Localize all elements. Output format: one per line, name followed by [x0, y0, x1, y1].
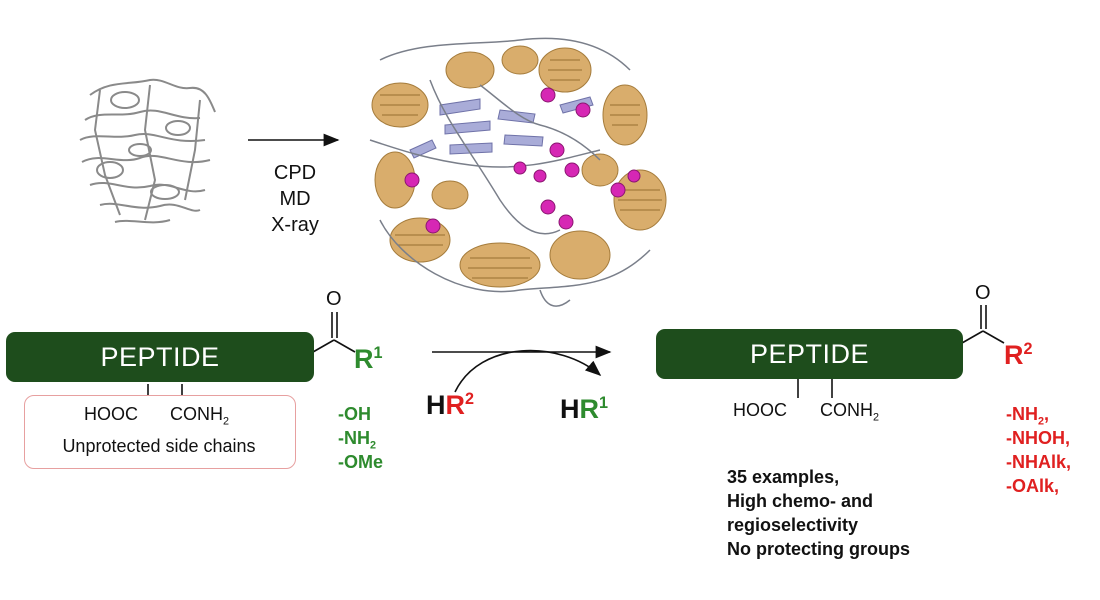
right-peptide-label: PEPTIDE — [749, 338, 870, 369]
right-conh2: CONH2 — [820, 400, 880, 424]
r2-option-nh2: -NH2, — [1006, 402, 1096, 428]
right-carbonyl-bonds — [961, 305, 1005, 344]
product-sup: 1 — [599, 394, 609, 412]
right-conh-sub: 2 — [873, 411, 880, 424]
product-h: H — [560, 394, 580, 424]
reagent-r: R — [445, 390, 466, 420]
left-carbonyl-bonds — [312, 312, 356, 353]
right-peptide-box: PEPTIDE — [656, 329, 963, 379]
summary-line-3: regioselectivity — [727, 515, 859, 535]
left-r1-group: R1 — [354, 344, 383, 375]
left-r1-sup: 1 — [373, 344, 383, 362]
r2-option-nhoh-text: -NHOH — [1006, 428, 1065, 448]
right-sidechain-bonds — [797, 378, 833, 398]
unprotected-note: Unprotected side chains — [62, 436, 256, 456]
left-peptide-label: PEPTIDE — [100, 341, 220, 372]
reagent-hr2: HR2 — [426, 390, 474, 421]
summary-line-4: No protecting groups — [727, 539, 910, 559]
r2-option-nh2-sub: 2 — [1038, 415, 1045, 428]
r2-option-nhalk-tail: , — [1066, 452, 1072, 472]
product-r: R — [579, 394, 600, 424]
r1-nh-text: -NH — [338, 428, 370, 448]
design-methods-label: CPD MD X-ray — [255, 160, 335, 238]
summary-block: 35 examples, High chemo- and regioselect… — [727, 465, 997, 561]
exchange-curved-arrow — [454, 349, 602, 393]
r2-option-nhoh: -NHOH, — [1006, 426, 1096, 450]
left-conh2: CONH2 — [170, 404, 230, 428]
r2-option-nh2-tail: , — [1044, 404, 1050, 424]
small-protein-structure-icon — [79, 78, 216, 224]
right-conh-text: CONH — [820, 400, 873, 420]
left-hooc: HOOC — [84, 404, 138, 424]
r2-option-nh2-text: -NH — [1006, 404, 1038, 424]
left-peptide-box: PEPTIDE — [6, 332, 314, 382]
product-hr1: HR1 — [560, 394, 608, 425]
r2-option-oalk-tail: , — [1054, 476, 1060, 496]
r2-option-oalk-text: -OAlk — [1006, 476, 1055, 496]
left-conh-text: CONH — [170, 404, 223, 424]
large-enzyme-structure-icon — [369, 37, 667, 307]
r1-option-oh: -OH — [338, 404, 371, 424]
r2-option-nhalk: -NHAlk, — [1006, 450, 1096, 474]
right-hooc: HOOC — [733, 400, 787, 420]
method-cpd: CPD — [273, 162, 317, 184]
summary-line-1: 35 examples, — [727, 467, 840, 487]
r1-option-ome: -OMe — [338, 452, 383, 472]
left-r1-symbol: R — [354, 344, 374, 374]
r2-option-nhalk-text: -NHAlk — [1006, 452, 1067, 472]
method-md: MD — [279, 188, 311, 210]
summary-line-2: High chemo- and — [727, 491, 874, 511]
right-r2-sup: 2 — [1023, 340, 1033, 358]
method-xray: X-ray — [271, 214, 319, 236]
r2-options-list: -NH2, -NHOH, -NHAlk, -OAlk, — [1006, 402, 1096, 498]
r2-option-oalk: -OAlk, — [1006, 474, 1096, 498]
unprotected-side-chains-box — [24, 395, 296, 469]
r1-options-list: -OH -NH2 -OMe — [338, 402, 383, 474]
right-r2-group: R2 — [1004, 340, 1033, 371]
r1-nh-sub: 2 — [370, 439, 377, 452]
r1-option-nh2: -NH2 — [338, 426, 383, 452]
left-conh-sub: 2 — [223, 415, 230, 428]
left-carbonyl-oxygen: O — [326, 288, 342, 310]
r2-option-nhoh-tail: , — [1065, 428, 1071, 448]
reagent-sup: 2 — [465, 390, 475, 408]
right-carbonyl-oxygen: O — [975, 282, 991, 304]
right-r2-symbol: R — [1004, 340, 1024, 370]
reagent-h: H — [426, 390, 446, 420]
